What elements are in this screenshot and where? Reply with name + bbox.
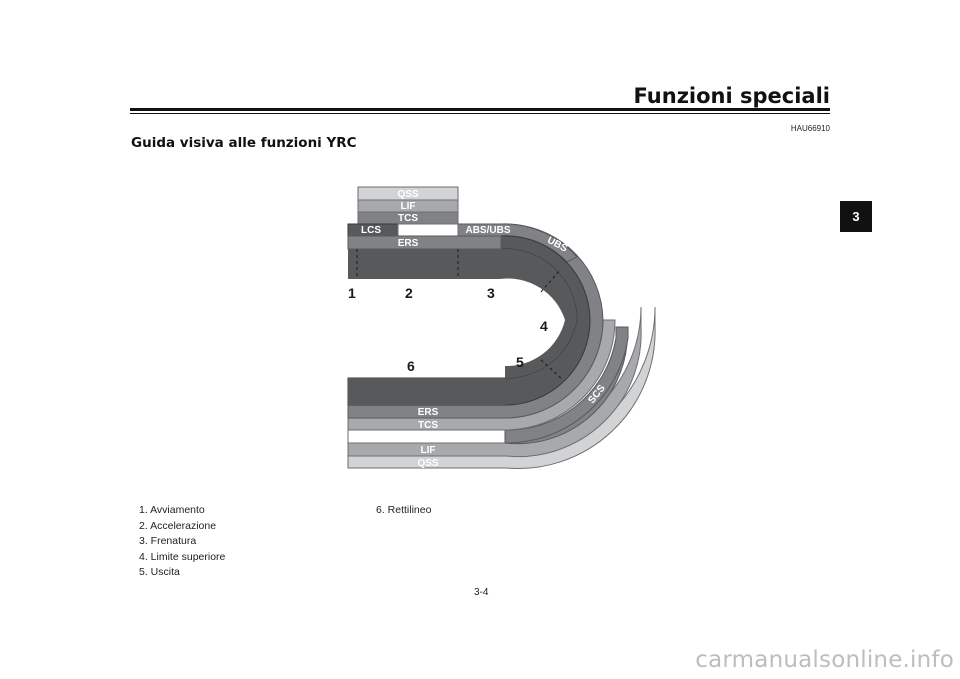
band-scs-arc [504,326,629,444]
band-top-ers [347,235,502,250]
chapter-tab[interactable]: 3 [840,201,872,232]
track-inner-curve [500,248,577,379]
section-number-4: 4 [540,318,548,334]
legend-item: 6. Rettilineo [376,504,432,516]
label-top-lif: LIF [401,201,416,212]
label-bottom-lif: LIF [421,445,436,456]
label-top-abs: ABS/UBS [465,225,510,236]
legend-item: 3. Frenatura [139,535,197,547]
header-title: Funzioni speciali [633,84,831,108]
header-rule-thick [130,108,830,111]
section-number-5: 5 [516,354,524,370]
label-top-lcs: LCS [361,225,381,236]
label-bottom-qss: QSS [417,458,438,469]
label-bottom-ers: ERS [418,407,439,418]
section-title: Guida visiva alle funzioni YRC [131,135,357,151]
section-number-2: 2 [405,285,413,301]
label-top-qss: QSS [397,189,418,200]
track-top-straight [348,249,500,279]
legend-item: 4. Limite superiore [139,550,226,563]
band-scs-light [347,429,506,444]
track-bottom-straight [348,378,505,405]
divider-4-5 [540,359,564,381]
header-rule-thin [130,113,830,114]
band-top-white [397,223,459,237]
legend-item: 2. Accelerazione [139,519,217,532]
label-top-tcs: TCS [398,213,418,224]
legend-right: 6. Rettilineo [376,503,431,519]
legend-item: 1. Avviamento [139,504,205,516]
label-bottom-tcs: TCS [418,420,438,431]
page-number: 3-4 [474,587,489,598]
legend-left: 1. Avviamento 2. Accelerazione 3. Frenat… [139,503,225,581]
section-number-6: 6 [407,358,415,374]
watermark[interactable]: carmanualsonline.info [695,647,954,673]
section-number-3: 3 [487,285,495,301]
label-top-ers: ERS [398,238,419,249]
section-number-1: 1 [348,285,356,301]
reference-code: HAU66910 [790,124,830,133]
legend-item: 5. Uscita [139,566,180,578]
divider-3-4 [540,269,561,293]
track-inner-cutout [348,279,542,366]
